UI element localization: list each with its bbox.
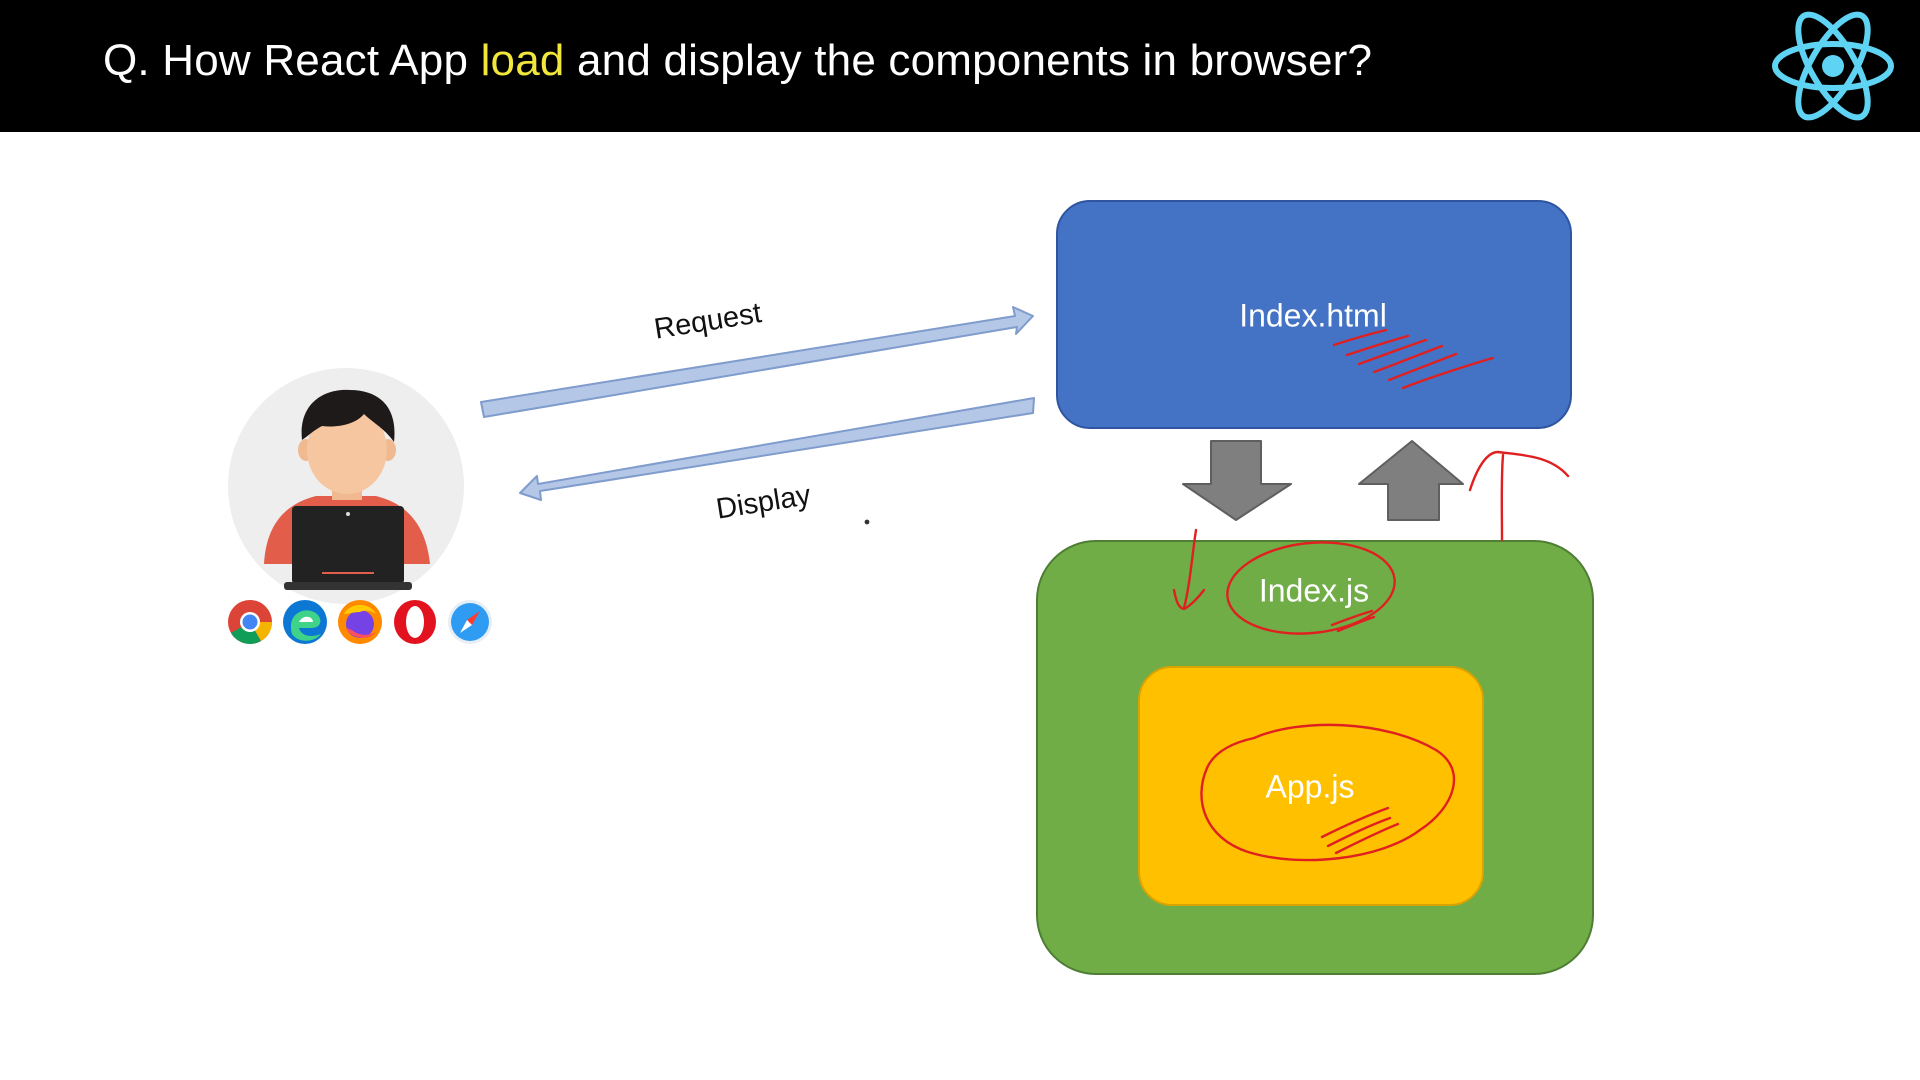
react-logo-icon [1772, 11, 1894, 121]
title-prefix: Q. How React App [103, 36, 481, 85]
edge-icon [283, 600, 327, 644]
slide-title: Q. How React App load and display the co… [103, 36, 1372, 86]
safari-icon [448, 600, 492, 644]
index-html-label: Index.html [1239, 297, 1387, 334]
red-annotations [1172, 328, 1570, 862]
header-bar: Q. How React App load and display the co… [0, 0, 1920, 132]
up-block-arrow [1358, 440, 1464, 521]
down-block-arrow [1182, 440, 1292, 521]
firefox-icon [338, 600, 382, 644]
request-arrow [480, 306, 1034, 418]
title-highlight: load [480, 36, 565, 85]
index-html-box [1056, 200, 1572, 429]
user-with-laptop-icon [228, 368, 464, 604]
stray-dot [864, 519, 870, 525]
app-js-box [1138, 666, 1484, 906]
browser-icons [226, 598, 496, 648]
chrome-icon [228, 600, 272, 644]
index-js-label: Index.js [1258, 572, 1370, 609]
title-suffix: and display the components in browser? [564, 36, 1373, 85]
app-js-label: App.js [1265, 768, 1355, 805]
display-arrow [519, 397, 1035, 501]
opera-icon [394, 600, 436, 644]
